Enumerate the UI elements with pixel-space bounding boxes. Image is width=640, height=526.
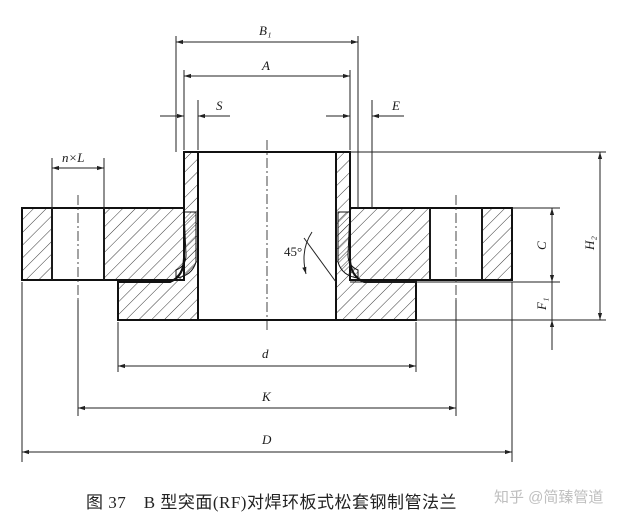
label-C: C (534, 241, 549, 250)
label-H2: H₂ (582, 236, 597, 251)
label-S: S (216, 98, 223, 113)
label-d: d (262, 346, 269, 361)
label-A: A (261, 58, 270, 73)
caption-text: 图 37 B 型突面(RF)对焊环板式松套钢制管法兰 (86, 493, 457, 512)
figure-caption: 图 37 B 型突面(RF)对焊环板式松套钢制管法兰 知乎 @简臻管道 (0, 484, 640, 514)
plate-flange-left (21, 207, 185, 281)
plate-flange-right (349, 207, 513, 281)
bolt-hole-centerlines (77, 140, 457, 330)
label-F1: F₁ (534, 298, 549, 311)
bevel-angle-indicator (302, 231, 337, 283)
label-E: E (391, 98, 400, 113)
weld-beads (175, 211, 359, 279)
label-nL: n×L (62, 150, 85, 165)
dimension-lines (21, 36, 606, 462)
neck-walls (118, 151, 416, 321)
label-D: D (261, 432, 272, 447)
label-B1: B₁ (259, 23, 271, 38)
label-K: K (261, 389, 272, 404)
bolt-hole-edges (51, 208, 483, 280)
watermark: 知乎 @简臻管道 (494, 489, 604, 506)
dimension-labels: B₁ A S E n×L 45° C H₂ F₁ d K D (62, 23, 597, 447)
label-angle-45: 45° (284, 244, 302, 259)
